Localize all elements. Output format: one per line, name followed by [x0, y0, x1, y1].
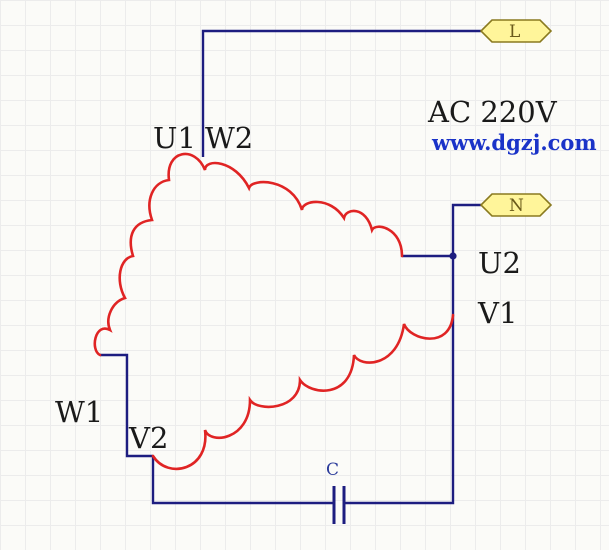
terminal-u1-label: U1: [153, 121, 196, 155]
terminal-w1-label: W1: [55, 395, 103, 429]
capacitor-branch-wire: [151, 315, 455, 505]
terminal-v1-label: V1: [477, 296, 517, 330]
terminal-v2-label: V2: [128, 421, 168, 455]
neutral-port: N: [479, 193, 553, 217]
line-port-label: L: [509, 22, 520, 42]
website-watermark: www.dgzj.com: [431, 130, 597, 155]
line-wire: [201, 29, 481, 157]
neutral-port-label: N: [509, 196, 524, 216]
terminal-w2-label: W2: [205, 121, 253, 155]
supply-voltage-label: AC 220V: [427, 95, 558, 129]
capacitor-label: C: [326, 460, 339, 480]
capacitor-symbol: [332, 486, 346, 524]
line-port: L: [479, 19, 553, 43]
lower-winding: [151, 313, 455, 471]
neutral-wire: [402, 203, 481, 258]
upper-winding: [93, 152, 404, 357]
terminal-u2-label: U2: [478, 246, 521, 280]
w1-v2-wire: [100, 353, 153, 458]
junction-dot: [449, 252, 457, 260]
